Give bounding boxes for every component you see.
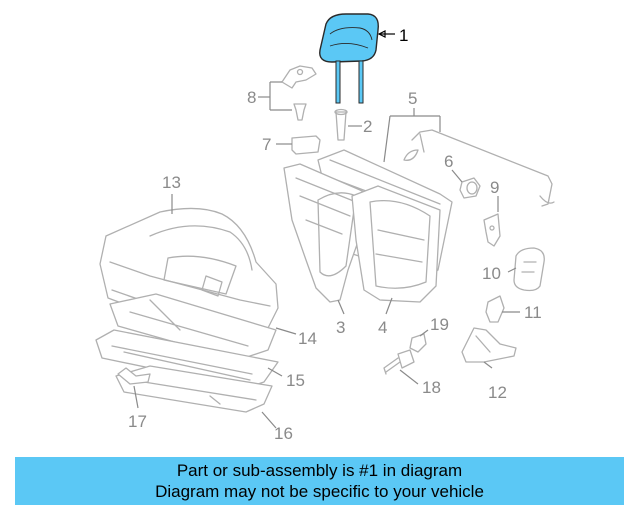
callout-18: 18 — [422, 378, 441, 397]
callout-labels: 1 2 3 4 5 6 7 8 9 10 11 12 13 14 15 16 1… — [128, 26, 542, 443]
cushion-frame-part-15 — [95, 329, 279, 389]
bolt-part-18 — [383, 349, 415, 375]
headrest-part-1[interactable] — [319, 13, 379, 104]
trim-cover-part-10 — [513, 247, 545, 292]
callout-14: 14 — [298, 329, 317, 348]
cushion-base-part-16 — [115, 365, 273, 413]
latch-part-8 — [281, 65, 317, 121]
callout-2: 2 — [363, 117, 372, 136]
bracket-part-9 — [483, 213, 501, 247]
callout-7: 7 — [262, 135, 271, 154]
pad-part-7 — [291, 135, 321, 155]
callout-4: 4 — [378, 318, 387, 337]
clip-part-11 — [485, 295, 505, 323]
callout-9: 9 — [490, 178, 499, 197]
callout-19: 19 — [430, 315, 449, 334]
seat-parts-diagram: 1 2 3 4 5 6 7 8 9 10 11 12 13 14 15 16 1… — [95, 13, 555, 443]
callout-11: 11 — [524, 303, 542, 322]
callout-15: 15 — [286, 371, 305, 390]
callout-1: 1 — [399, 26, 408, 45]
callout-13: 13 — [162, 173, 181, 192]
callout-17: 17 — [128, 412, 147, 431]
strap-part-17 — [117, 367, 151, 385]
callout-5: 5 — [408, 89, 417, 108]
callout-3: 3 — [336, 318, 345, 337]
info-banner: Part or sub-assembly is #1 in diagram Di… — [15, 457, 624, 505]
leader-lines — [133, 30, 520, 429]
callout-8: 8 — [247, 88, 256, 107]
bushing-part-6 — [459, 177, 481, 199]
callout-12: 12 — [488, 383, 507, 402]
headrest-guide-part-2 — [334, 108, 348, 141]
banner-line-disclaimer: Diagram may not be specific to your vehi… — [155, 482, 484, 501]
clip-part-19 — [409, 333, 427, 353]
callout-10: 10 — [482, 264, 501, 283]
cushion-pad-part-14 — [109, 293, 277, 361]
banner-line-part-number: Part or sub-assembly is #1 in diagram — [176, 461, 463, 480]
seatback-cover-part-3 — [283, 163, 373, 303]
seatback-pad-part-4 — [351, 185, 441, 303]
hinge-cover-part-12 — [461, 327, 517, 363]
callout-16: 16 — [274, 424, 293, 443]
callout-6: 6 — [444, 152, 453, 171]
